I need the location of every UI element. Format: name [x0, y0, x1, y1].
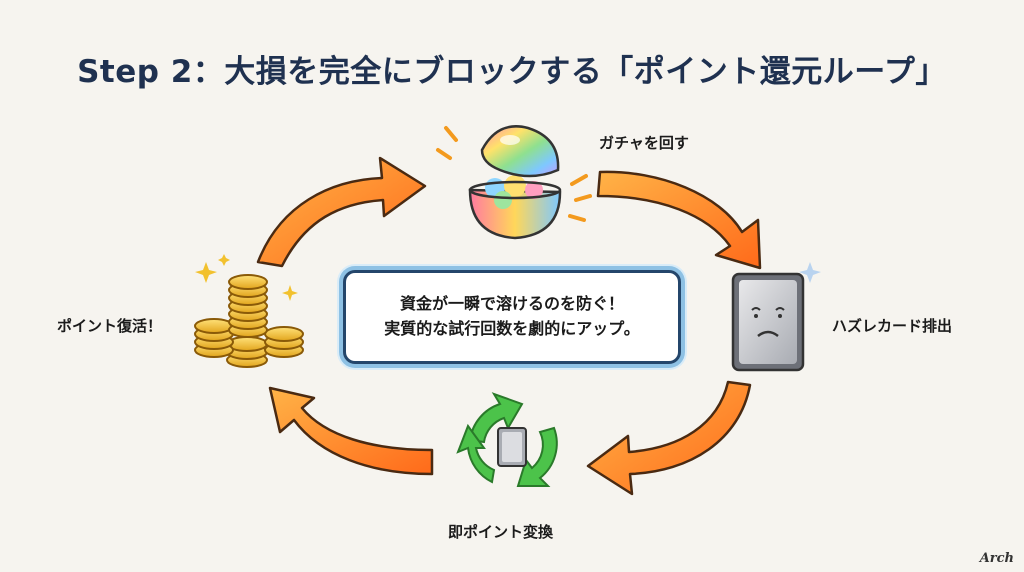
brand-logo: Arch [979, 551, 1014, 566]
step-miss-card-label: ハズレカード排出 [832, 317, 953, 335]
step-gacha-label: ガチャを回す [599, 134, 689, 152]
arrow-top-right [596, 170, 762, 270]
arrow-bottom-left [268, 386, 434, 476]
center-message-line1: 資金が一瞬で溶けるのを防ぐ！ [399, 294, 624, 314]
page-title: Step 2：大損を完全にブロックする「ポイント還元ループ」 [77, 54, 947, 90]
arrow-top-left [256, 156, 427, 268]
step-convert-label: 即ポイント変換 [448, 523, 554, 541]
center-message-line2: 実質的な試行回数を劇的にアップ。 [384, 319, 640, 338]
center-message-box: 資金が一瞬で溶けるのを防ぐ！ 実質的な試行回数を劇的にアップ。 [343, 270, 681, 364]
recycle-icon [456, 392, 558, 487]
coin-stack-icon [194, 254, 304, 368]
sad-card-icon [731, 262, 821, 372]
arrow-bottom-right [586, 380, 752, 496]
step-revive-label: ポイント復活！ [57, 317, 163, 335]
capsule-icon [436, 125, 592, 240]
